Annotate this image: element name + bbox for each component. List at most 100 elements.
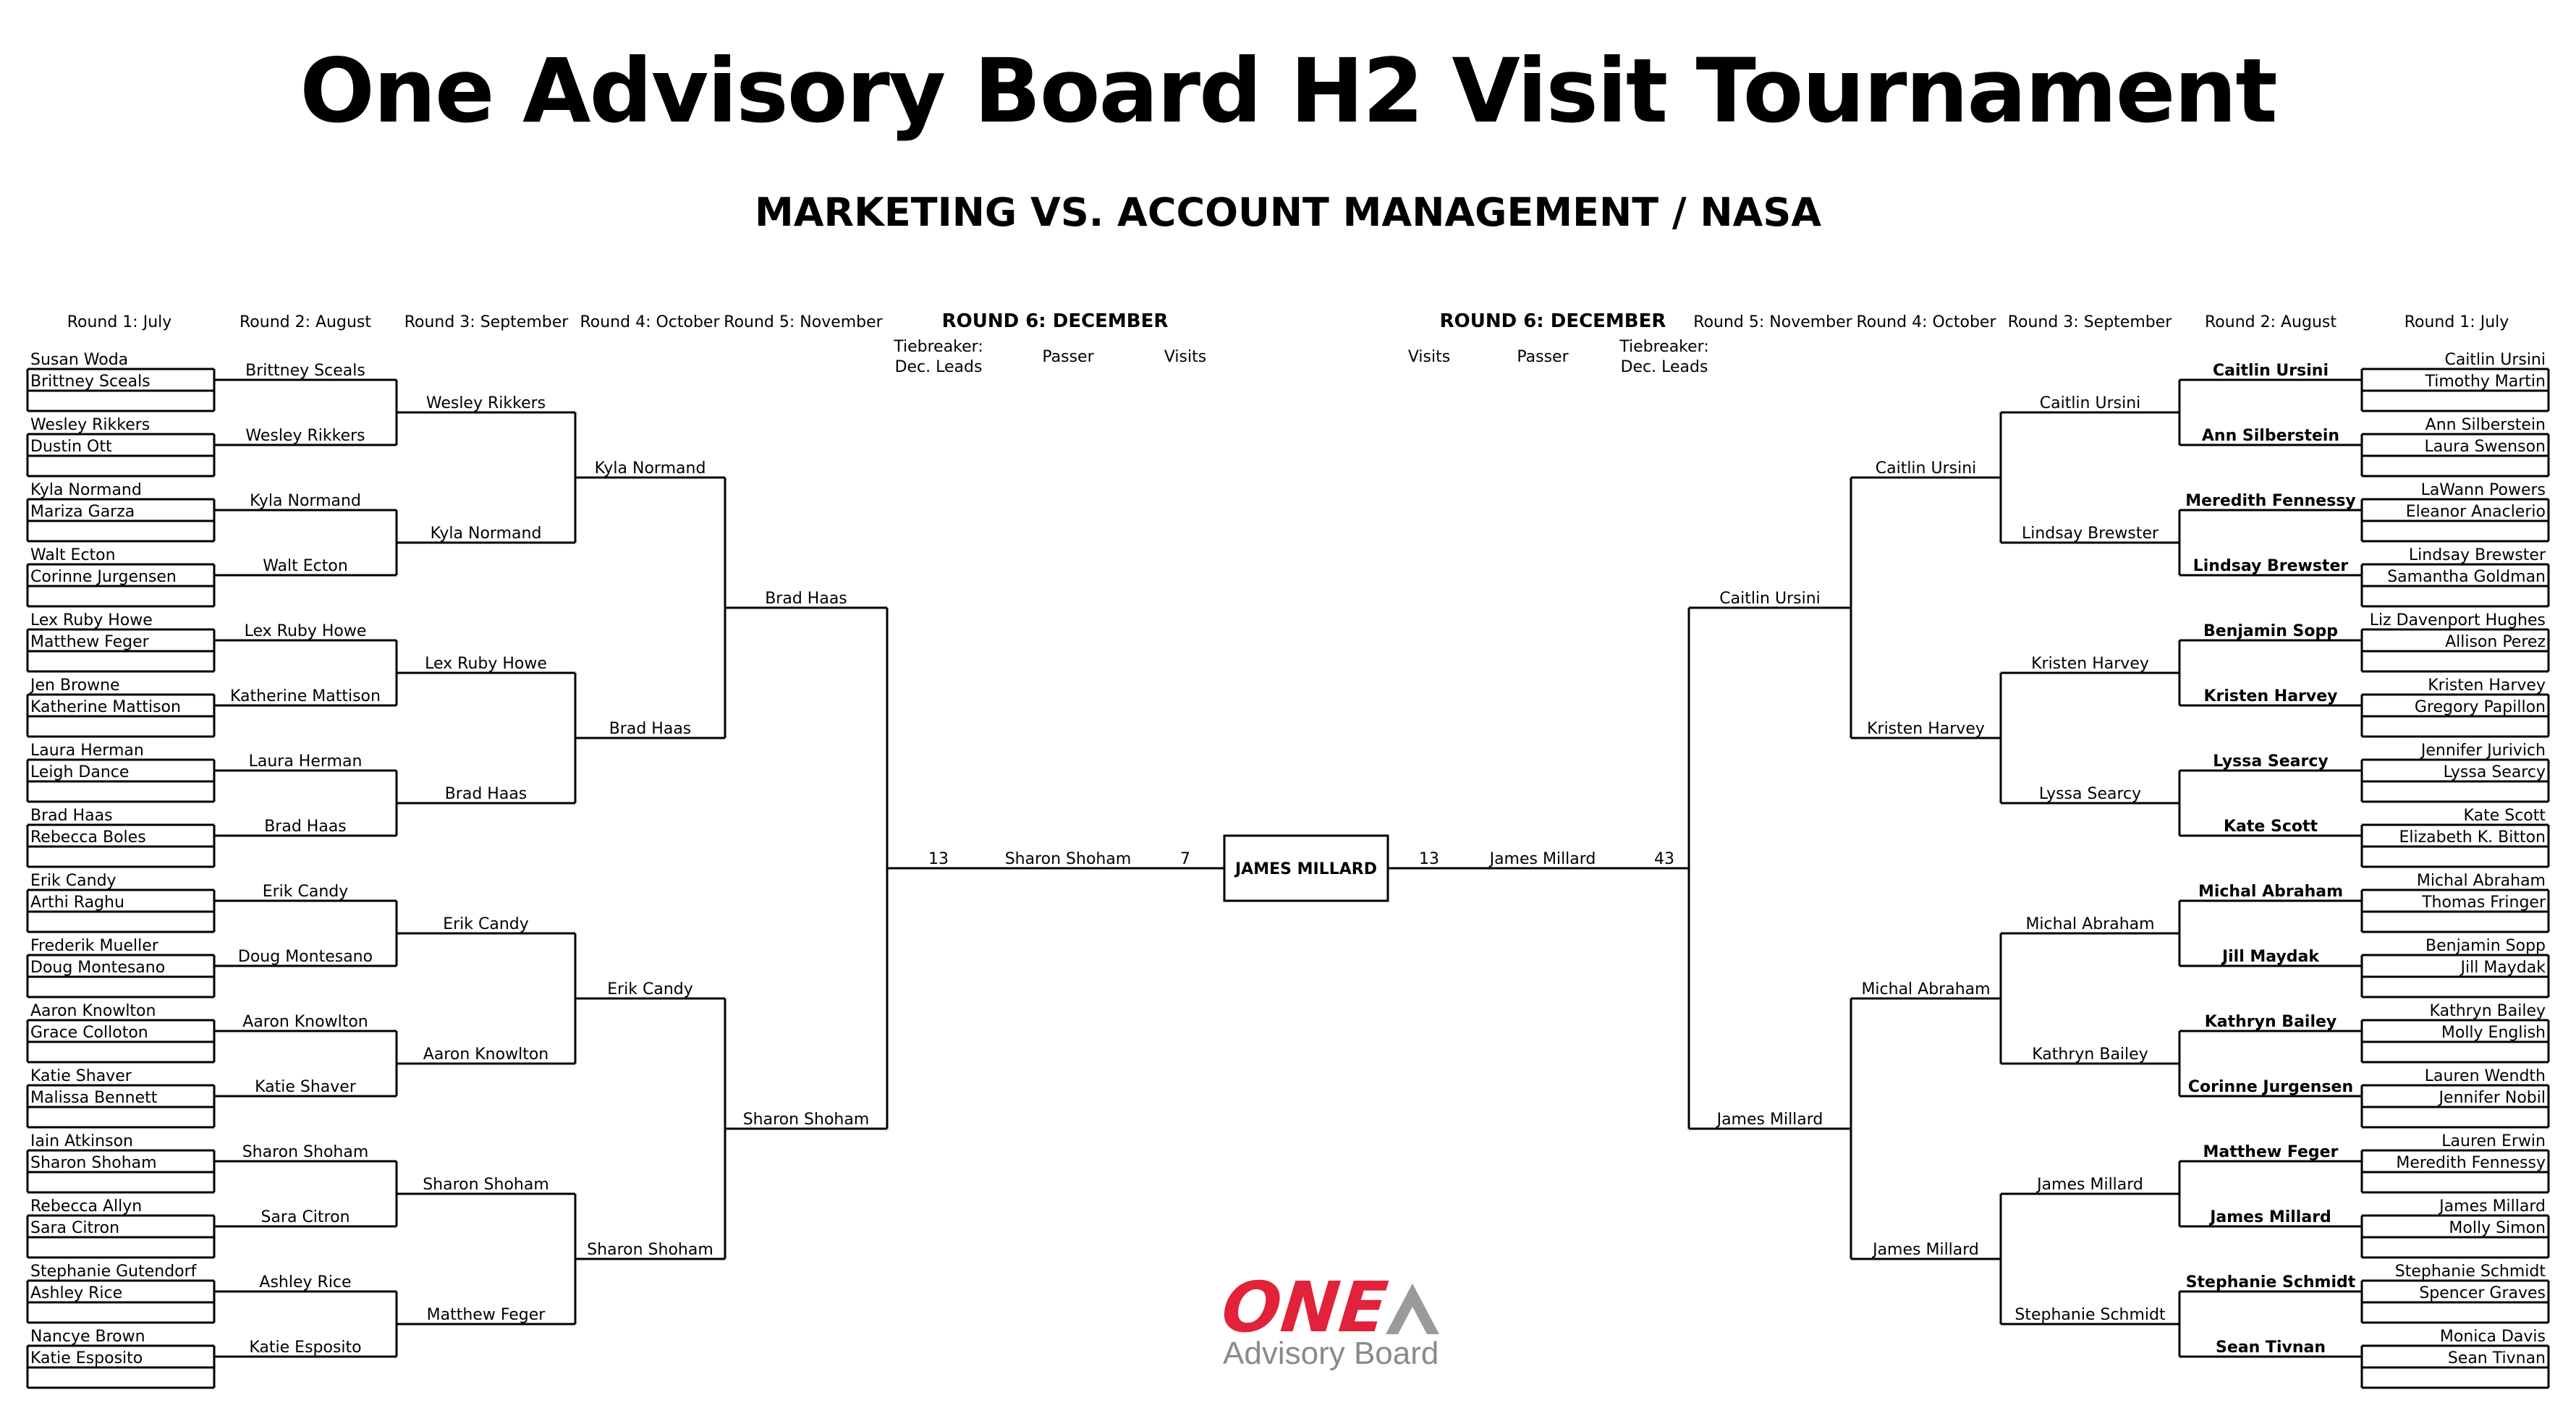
round1-entry: Lindsay Brewster (2409, 546, 2546, 564)
page-subtitle: MARKETING VS. ACCOUNT MANAGEMENT / NASA (754, 190, 1822, 235)
round1-entry: Lauren Wendth (2425, 1067, 2546, 1085)
round2-entry: Benjamin Sopp (2203, 622, 2338, 640)
round1-entry: Sean Tivnan (2448, 1349, 2546, 1367)
round2-entry: Lyssa Searcy (2213, 752, 2328, 771)
round1-entry: Elizabeth K. Bitton (2399, 828, 2546, 847)
round6-header: ROUND 6: DECEMBER (1440, 310, 1666, 332)
page-title: One Advisory Board H2 Visit Tournament (300, 40, 2277, 143)
round2-entry: Katherine Mattison (230, 687, 381, 705)
round3-entry: Lindsay Brewster (2022, 525, 2159, 543)
round4-entry: Sharon Shoham (587, 1241, 713, 1259)
round1-entry: Walt Ecton (30, 546, 116, 564)
round-header: Round 2: August (240, 313, 371, 331)
round2-entry: Caitlin Ursini (2213, 362, 2329, 380)
logo-text: ONE (1223, 1275, 1391, 1339)
round1-entry: Rebecca Boles (30, 828, 146, 847)
round1-entry: Kathryn Bailey (2430, 1002, 2546, 1020)
tiebreaker-label: Tiebreaker: (1619, 338, 1709, 356)
round3-entry: Erik Candy (443, 915, 529, 933)
one-logo-icon: ONE (1223, 1275, 1439, 1339)
round2-entry: Wesley Rikkers (245, 427, 365, 445)
round3-entry: Kristen Harvey (2031, 655, 2149, 673)
round3-entry: Michal Abraham (2025, 915, 2154, 933)
round3-entry: Lyssa Searcy (2039, 785, 2141, 803)
champion-name: JAMES MILLARD (1234, 860, 1377, 878)
round1-entry: Leigh Dance (30, 763, 129, 781)
round3-entry: Sharon Shoham (423, 1176, 549, 1194)
left-visits-value: 7 (1180, 850, 1190, 868)
round1-entry: Arthi Raghu (30, 894, 124, 912)
round2-entry: Kate Scott (2224, 818, 2318, 836)
round1-entry: Kristen Harvey (2428, 676, 2546, 695)
visits-label: Visits (1164, 348, 1206, 366)
round1-entry: Mariza Garza (30, 503, 135, 521)
round4-entry: Brad Haas (609, 720, 692, 738)
tiebreaker-label: Dec. Leads (1621, 358, 1708, 376)
round1-entry: Eleanor Anaclerio (2406, 503, 2546, 521)
round3-entry: Stephanie Schmidt (2014, 1306, 2166, 1324)
round1-entry: Stephanie Schmidt (2395, 1263, 2546, 1281)
round1-entry: Thomas Fringer (2421, 894, 2546, 912)
round-header: Round 2: August (2205, 313, 2336, 331)
round1-entry: Jennifer Nobil (2438, 1089, 2546, 1107)
round1-entry: Kyla Normand (30, 481, 142, 499)
round2-entry: Brittney Sceals (245, 362, 365, 380)
right-tiebreaker-value: 43 (1654, 850, 1674, 868)
round-header: Round 3: September (2008, 313, 2173, 331)
round3-entry: Caitlin Ursini (2040, 394, 2141, 412)
round2-entry: Sharon Shoham (242, 1143, 369, 1161)
round1-entry: Grace Colloton (30, 1024, 148, 1042)
round2-entry: Sean Tivnan (2216, 1339, 2326, 1357)
round1-entry: Katie Esposito (30, 1349, 143, 1367)
round1-entry: Spencer Graves (2419, 1284, 2546, 1302)
round2-entry: Matthew Feger (2203, 1143, 2339, 1161)
round2-entry: Katie Esposito (249, 1339, 361, 1357)
round1-entry: Laura Swenson (2424, 438, 2546, 456)
round1-entry: Erik Candy (30, 872, 116, 890)
round2-entry: Katie Shaver (255, 1078, 357, 1096)
round5-entry: Caitlin Ursini (1719, 590, 1821, 608)
round1-entry: Malissa Bennett (30, 1089, 158, 1107)
round2-entry: Meredith Fennessy (2185, 492, 2356, 510)
logo-subtitle: Advisory Board (1223, 1336, 1439, 1371)
round1-entry: Iain Atkinson (30, 1132, 133, 1150)
round1-entry: Ashley Rice (30, 1284, 122, 1302)
passer-label: Passer (1042, 348, 1094, 366)
round1-entry: Timothy Martin (2424, 373, 2546, 391)
round2-entry: Jill Maydak (2221, 948, 2320, 966)
round-header: Round 4: October (580, 313, 720, 331)
round3-entry: Lex Ruby Howe (425, 655, 547, 673)
round1-entry: Samantha Goldman (2387, 568, 2546, 586)
round3-entry: Wesley Rikkers (426, 394, 546, 412)
round1-entry: Wesley Rikkers (30, 416, 150, 434)
round1-entry: Ann Silberstein (2425, 416, 2546, 434)
round3-entry: Brad Haas (445, 785, 528, 803)
round2-entry: Michal Abraham (2198, 883, 2343, 901)
tiebreaker-label: Tiebreaker: (893, 338, 983, 356)
right-visits-value: 13 (1419, 850, 1439, 868)
round1-entry: Rebecca Allyn (30, 1197, 142, 1216)
round1-entry: Allison Perez (2445, 633, 2546, 651)
round1-entry: Nancye Brown (30, 1328, 145, 1346)
round1-entry: Benjamin Sopp (2425, 937, 2546, 955)
round1-entry: Monica Davis (2440, 1328, 2546, 1346)
round2-entry: Kathryn Bailey (2205, 1013, 2337, 1031)
round1-entry: Katherine Mattison (30, 698, 181, 716)
round1-entry: Caitlin Ursini (2444, 351, 2546, 369)
round3-entry: Matthew Feger (427, 1306, 546, 1324)
round2-entry: Ashley Rice (259, 1273, 351, 1291)
round1-entry: Liz Davenport Hughes (2370, 611, 2546, 629)
round1-entry: Molly Simon (2449, 1219, 2546, 1237)
round1-entry: Michal Abraham (2417, 872, 2546, 890)
round5-entry: James Millard (1716, 1111, 1823, 1129)
round4-entry: Michal Abraham (1861, 980, 1990, 998)
round1-entry: Molly English (2441, 1024, 2546, 1042)
round4-entry: James Millard (1871, 1241, 1979, 1259)
round1-entry: James Millard (2438, 1197, 2546, 1216)
round1-entry: Laura Herman (30, 742, 144, 760)
round1-entry: Jen Browne (29, 676, 120, 695)
round1-entry: Sharon Shoham (30, 1154, 157, 1172)
round2-entry: Sara Citron (260, 1208, 349, 1226)
round3-entry: Kyla Normand (431, 525, 542, 543)
